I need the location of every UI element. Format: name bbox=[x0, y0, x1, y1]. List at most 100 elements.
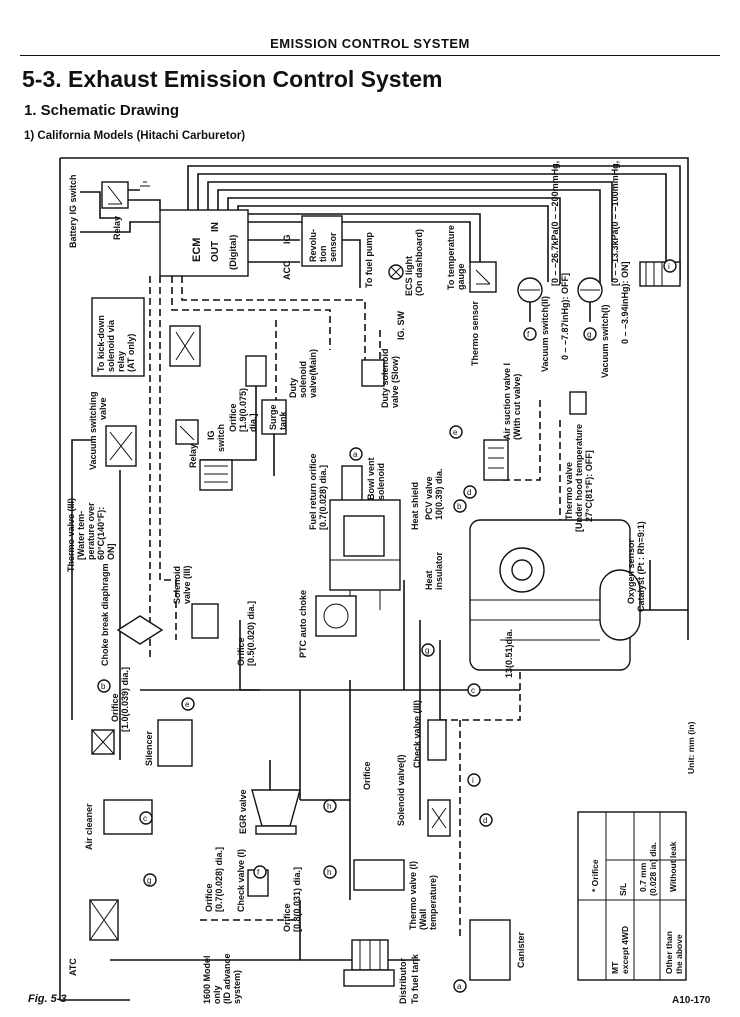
model-caption: 1) California Models (Hitachi Carburetor… bbox=[24, 130, 246, 142]
marker-g2 bbox=[421, 643, 435, 657]
marker-h bbox=[323, 799, 337, 813]
vac-switching-line1: Vacuum switching bbox=[88, 391, 98, 470]
orifice08-line2: [0.8(0.031) dia.] bbox=[292, 867, 302, 932]
thermo-valve-i-icon bbox=[353, 859, 405, 891]
frame-left bbox=[59, 158, 130, 1001]
page-header: EMISSION CONTROL SYSTEM bbox=[270, 36, 470, 51]
heat-shield-label: Heat shield bbox=[410, 482, 420, 530]
row2-value: Without leak bbox=[668, 841, 678, 892]
duty-main-line3: valve(Main) bbox=[308, 349, 318, 398]
fuel-pump-label: To fuel pump bbox=[364, 232, 374, 288]
ig-label: IG bbox=[282, 234, 292, 244]
vac-switch1-line1: Vacuum switch(I) bbox=[600, 304, 610, 378]
thermo3-line5: ON] bbox=[106, 544, 116, 561]
relay2-icon bbox=[175, 419, 199, 445]
temp-gauge-label2: gauge bbox=[456, 263, 466, 290]
section-title: 5-3. Exhaust Emission Control System bbox=[22, 66, 443, 92]
rev-sensor-line2: tion bbox=[318, 246, 328, 263]
battery-ig-label: Battery IG switch bbox=[68, 174, 78, 248]
marker-f2-text: f bbox=[257, 868, 260, 877]
rev-sensor-line3: sensor bbox=[328, 232, 338, 262]
vac-switching-line2: valve bbox=[98, 397, 108, 420]
check1-label: Check valve (I) bbox=[236, 849, 246, 912]
temp-gauge-label1: To temperature bbox=[446, 225, 456, 290]
vac-switch2-line1: Vacuum switch(II) bbox=[540, 296, 550, 372]
marker-d2-text: d bbox=[483, 816, 487, 825]
vac-switch1-line2: [0 – –13.3kPa(0 – –100mmHg, bbox=[610, 161, 620, 286]
m1600-line3: (ID advance bbox=[222, 953, 232, 1004]
egr-valve-icon bbox=[251, 789, 301, 827]
thermo-uhood-line1: Thermo valve bbox=[564, 462, 574, 520]
marker-g3-text: g bbox=[147, 876, 151, 885]
bowl-vent-line1: Bowl vent bbox=[366, 457, 376, 500]
orifice10-line2: [1.0(0.039) dia.] bbox=[120, 667, 130, 732]
duty-slow-line1: Duty solenoid bbox=[380, 348, 390, 408]
air-suction-valve-icon bbox=[483, 439, 509, 481]
kickdown-line1: To kick-down bbox=[96, 315, 106, 372]
thermo1-line1: Thermo valve (I) bbox=[408, 861, 418, 930]
relay2-label: Relay bbox=[188, 444, 198, 468]
marker-i bbox=[663, 259, 677, 273]
row1-model-line2: except 4WD bbox=[620, 926, 630, 974]
marker-i2 bbox=[467, 773, 481, 787]
thermo3-line3: perature over bbox=[86, 502, 96, 560]
relay-label: Relay bbox=[112, 216, 122, 240]
ptc-choke-label: PTC auto choke bbox=[298, 590, 308, 658]
m1600-line4: system) bbox=[232, 970, 242, 1004]
thermo-sensor-label: Thermo sensor bbox=[470, 300, 480, 366]
thermo3-line2: [Water tem- bbox=[76, 511, 86, 560]
thermo-valve-iii-icon bbox=[199, 459, 233, 491]
vacuum-lines bbox=[71, 320, 651, 961]
ecm-box bbox=[159, 209, 249, 277]
fuel-return-line1: Fuel return orifice bbox=[308, 453, 318, 530]
orifice-table: * Orifice S/L MT except 4WD 0.7 mm (0.02… bbox=[577, 811, 687, 981]
rev-sensor-line1: Revolu- bbox=[308, 229, 318, 262]
marker-h-text: h bbox=[327, 802, 331, 811]
duty-slow-icon bbox=[361, 359, 385, 387]
ecm-digital-label: (Digital) bbox=[228, 235, 239, 270]
ecm-out-label: OUT bbox=[210, 241, 221, 262]
acc-label: ACC bbox=[282, 260, 292, 280]
marker-b2 bbox=[97, 679, 111, 693]
pcv-line1: PCV valve bbox=[424, 476, 434, 520]
air-cleaner-label: Air cleaner bbox=[84, 803, 94, 850]
marker-a-text: a bbox=[353, 450, 358, 459]
marker-g3 bbox=[143, 873, 157, 887]
surge-tank-line1: Surge bbox=[268, 404, 278, 430]
choke-break-icon bbox=[116, 615, 164, 645]
row2-model-line1: Other than bbox=[664, 931, 674, 974]
ecm-output-wires bbox=[149, 239, 366, 660]
check-valve-iii-icon bbox=[427, 719, 447, 761]
duty-main-line1: Duty bbox=[288, 378, 298, 398]
revolution-sensor-box bbox=[301, 215, 343, 267]
header-rule bbox=[20, 55, 720, 56]
fuel-pump-wire bbox=[342, 239, 361, 288]
vac-switch1-line3: 0 – –3.94inHg): ON] bbox=[620, 261, 630, 344]
orifice05-line2: [0.5(0.020) dia.] bbox=[246, 601, 256, 666]
choke-break-label: Choke break diaphragm bbox=[100, 563, 110, 666]
frame-top-right bbox=[60, 157, 689, 640]
heat-insulator-line2: insulator bbox=[434, 551, 444, 590]
marker-b2-text: b bbox=[101, 682, 106, 691]
marker-h2 bbox=[323, 865, 337, 879]
thermo1-line3: temperature) bbox=[428, 875, 438, 930]
orifice07-line2: [0.7(0.028) dia.] bbox=[214, 847, 224, 912]
solenoid-iii-icon bbox=[191, 603, 219, 639]
carburetor-icon bbox=[329, 499, 401, 591]
marker-f-text: f bbox=[527, 330, 530, 339]
orifice-small-label: Orifice bbox=[362, 761, 372, 790]
orifice19-line1: Orifice bbox=[228, 403, 238, 432]
connector-markers: a b b c c d d e e f f i g g g h h i a bbox=[97, 259, 677, 993]
kickdown-box bbox=[91, 297, 145, 377]
vacuum-switch-i bbox=[577, 277, 603, 322]
orifice05-line1: Orifice bbox=[236, 637, 246, 666]
thermo1-line2: (Wall bbox=[418, 909, 428, 930]
dia13-label: 13(0.51)dia. bbox=[504, 629, 514, 678]
marker-c2-text: c bbox=[143, 814, 147, 823]
thermo3-line1: Thermo valve (III) bbox=[66, 498, 76, 572]
ig-sw-label: IG. SW bbox=[396, 310, 406, 340]
engine-block bbox=[469, 519, 688, 671]
marker-g-text: g bbox=[587, 330, 591, 339]
marker-c-text: c bbox=[471, 686, 475, 695]
